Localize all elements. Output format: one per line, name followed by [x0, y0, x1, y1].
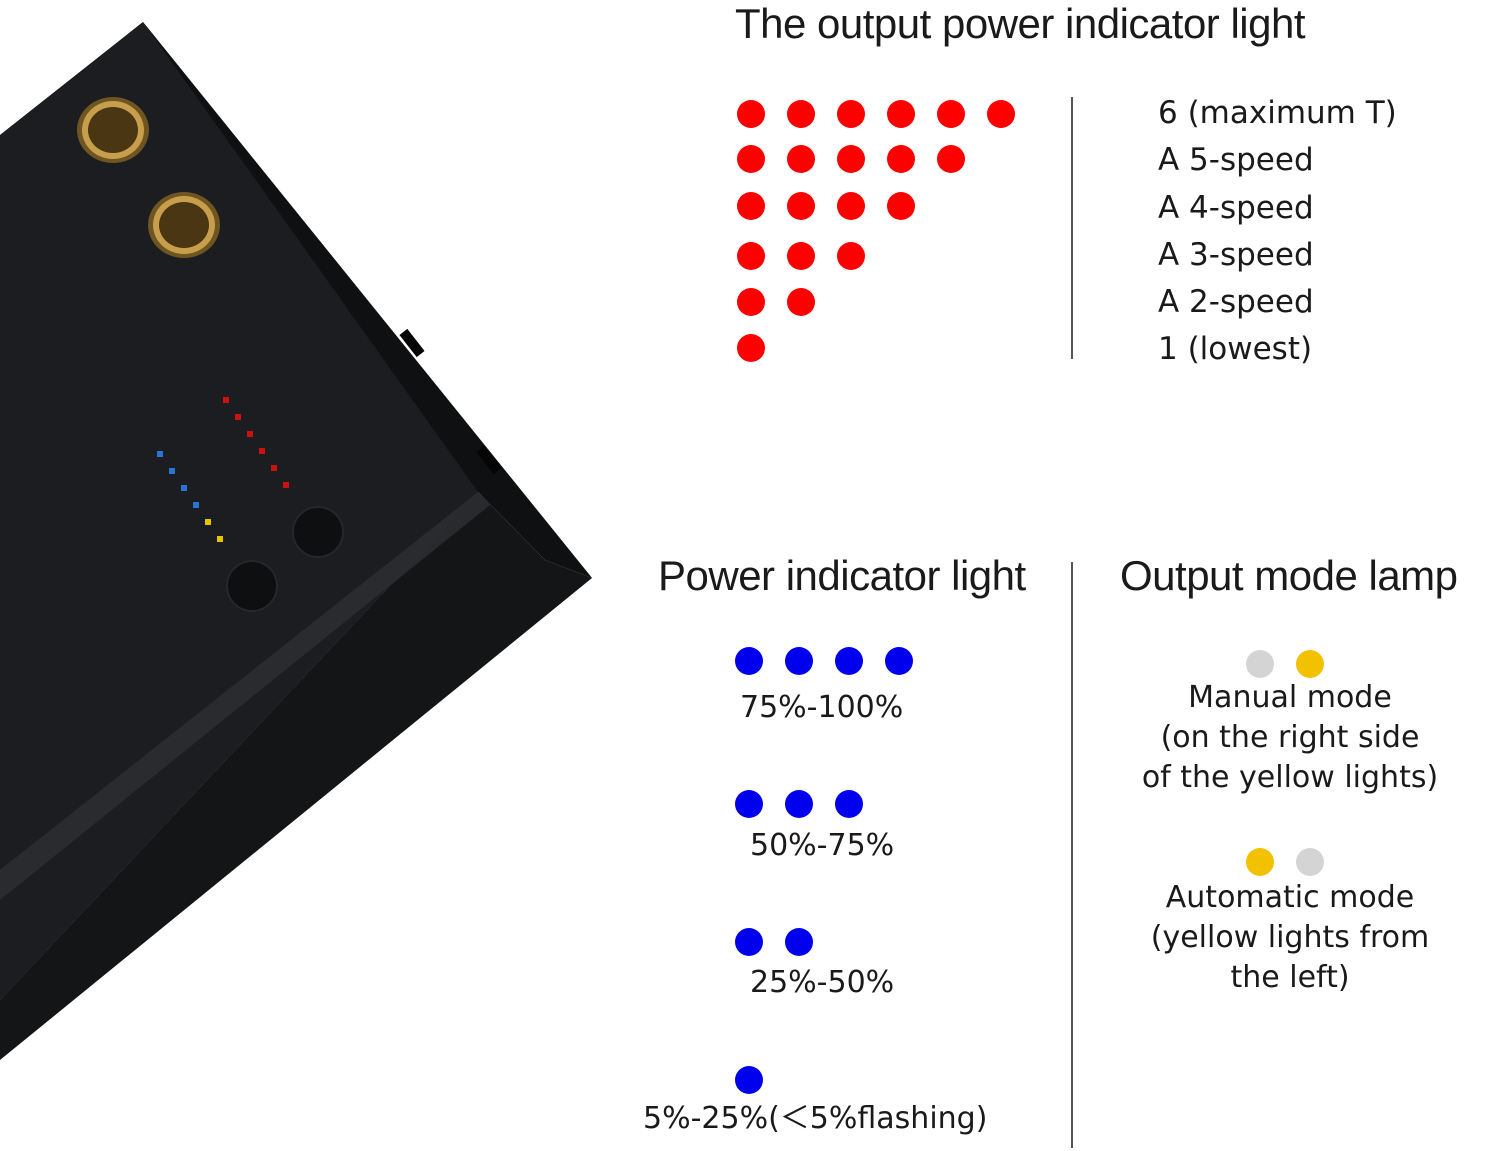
automatic-mode-line-1: Automatic mode	[1165, 880, 1415, 915]
output-mode-light	[1296, 650, 1324, 678]
output-mode-title: Output mode lamp	[1120, 552, 1458, 599]
output-power-dot	[987, 100, 1015, 128]
output-power-dot	[737, 288, 765, 316]
output-power-dot	[787, 192, 815, 220]
output-power-dot	[787, 145, 815, 173]
output-power-dot	[937, 100, 965, 128]
output-level-4: A 4-speed	[1158, 190, 1314, 226]
side-slot	[399, 328, 425, 358]
output-power-dot	[837, 242, 865, 270]
output-power-dot	[737, 100, 765, 128]
divider-bottom	[1071, 562, 1073, 1148]
output-power-dot	[887, 100, 915, 128]
device-led	[283, 482, 289, 488]
output-power-title: The output power indicator light	[735, 0, 1306, 47]
output-power-dot	[937, 145, 965, 173]
device-button-2	[226, 560, 278, 612]
output-power-dot	[787, 100, 815, 128]
device-power-leds	[157, 451, 223, 542]
output-level-2: A 2-speed	[1158, 284, 1314, 320]
power-indicator-dot	[785, 790, 813, 818]
device-led	[259, 448, 265, 454]
output-power-dot	[787, 242, 815, 270]
manual-mode-description: Manual mode (on the right side of the ye…	[1090, 678, 1490, 798]
device-led	[247, 431, 253, 437]
output-power-dot	[837, 100, 865, 128]
device-led	[169, 468, 175, 474]
side-slot	[476, 445, 502, 475]
output-power-dot	[837, 145, 865, 173]
output-mode-light	[1246, 848, 1274, 876]
device-highlight-edge	[0, 492, 490, 900]
output-power-dot	[737, 334, 765, 362]
power-level-75-100: 75%-100%	[740, 690, 904, 725]
automatic-mode-description: Automatic mode (yellow lights from the l…	[1090, 878, 1490, 998]
device-led	[181, 485, 187, 491]
automatic-mode-line-3: the left)	[1230, 960, 1350, 995]
power-level-5-25: 5%-25%(＜5%flashing)	[643, 1101, 988, 1136]
output-level-1: 1 (lowest)	[1158, 331, 1313, 367]
device-output-leds	[223, 397, 289, 488]
output-level-6: 6 (maximum T)	[1158, 95, 1397, 131]
device-led	[157, 451, 163, 457]
output-power-dot	[737, 145, 765, 173]
output-level-5: A 5-speed	[1158, 142, 1314, 178]
power-level-25-50: 25%-50%	[750, 965, 895, 1000]
power-bank-device-illustration	[0, 22, 592, 1060]
device-side-face	[143, 22, 592, 578]
power-indicator-dot	[785, 647, 813, 675]
device-led	[217, 536, 223, 542]
power-indicator-dot	[735, 1066, 763, 1094]
output-power-dot	[737, 192, 765, 220]
manual-mode-line-3: of the yellow lights)	[1141, 760, 1439, 795]
power-indicator-dot	[735, 928, 763, 956]
device-front-face	[0, 22, 478, 1000]
port-2-icon	[148, 192, 220, 258]
power-indicator-dot	[735, 647, 763, 675]
power-indicator-dot	[885, 647, 913, 675]
device-led	[223, 397, 229, 403]
automatic-mode-line-2: (yellow lights from	[1150, 920, 1430, 955]
power-level-50-75: 50%-75%	[750, 828, 895, 863]
output-power-dot	[887, 145, 915, 173]
output-power-dot	[887, 192, 915, 220]
port-1-icon	[77, 97, 149, 163]
device-led	[205, 519, 211, 525]
device-led	[193, 502, 199, 508]
power-indicator-dot	[735, 790, 763, 818]
output-mode-light	[1296, 848, 1324, 876]
divider-top	[1071, 97, 1073, 359]
output-power-dot	[837, 192, 865, 220]
device-button-1	[292, 506, 344, 558]
output-level-3: A 3-speed	[1158, 237, 1314, 273]
power-indicator-dot	[835, 647, 863, 675]
power-indicator-dot	[785, 928, 813, 956]
manual-mode-line-2: (on the right side	[1160, 720, 1420, 755]
output-power-dot	[787, 288, 815, 316]
device-led	[235, 414, 241, 420]
power-indicator-title: Power indicator light	[658, 552, 1026, 599]
power-indicator-dot	[835, 790, 863, 818]
output-power-dot	[737, 242, 765, 270]
manual-mode-line-1: Manual mode	[1188, 680, 1392, 715]
device-bottom-edge	[0, 492, 592, 1060]
device-led	[271, 465, 277, 471]
output-mode-light	[1246, 650, 1274, 678]
